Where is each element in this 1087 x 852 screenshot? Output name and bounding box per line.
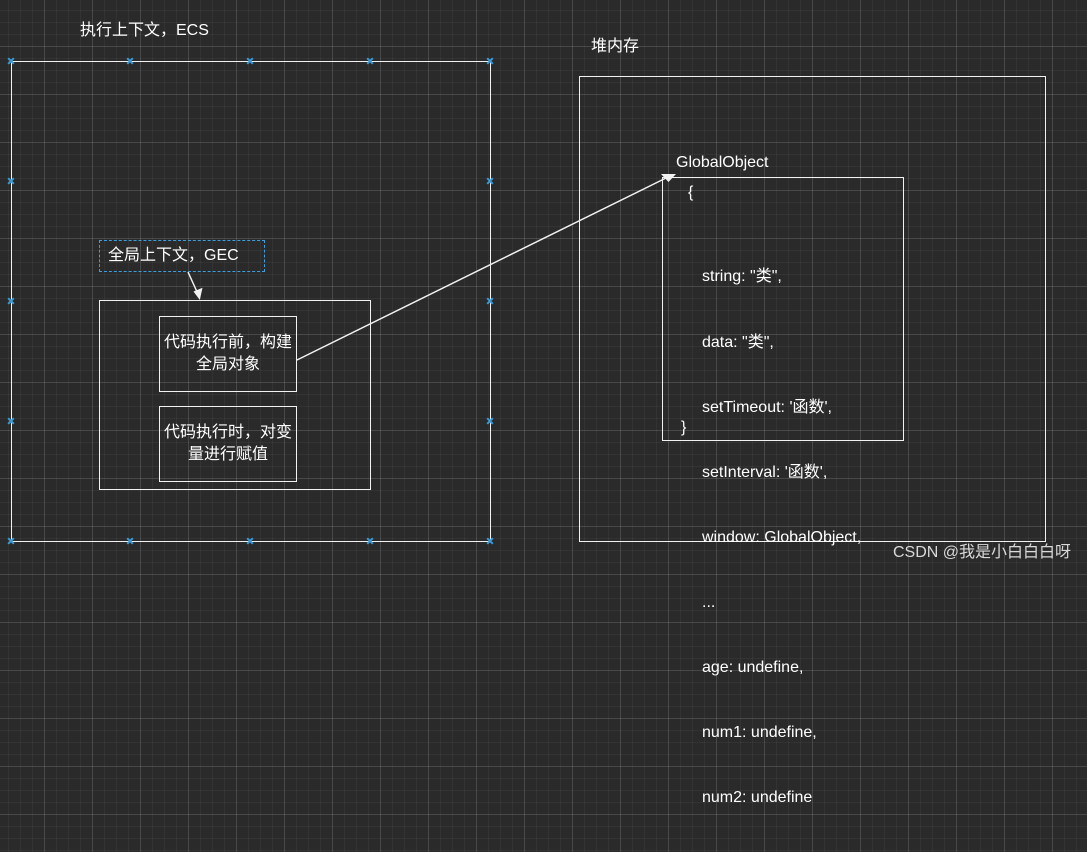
gec-to-box-arrow[interactable] bbox=[187, 271, 203, 300]
resize-handle-n-1[interactable] bbox=[126, 57, 134, 65]
resize-handle-sw[interactable] bbox=[7, 537, 15, 545]
object-entry: ... bbox=[702, 593, 716, 611]
step-during-execution[interactable]: 代码执行时，对变量进行赋值 bbox=[159, 406, 297, 482]
connector-arrowhead bbox=[661, 174, 676, 182]
heap-container[interactable] bbox=[579, 76, 1046, 542]
object-entry: data: "类", bbox=[702, 333, 774, 351]
object-entries: string: "类", data: "类", setTimeout: '函数'… bbox=[702, 223, 861, 852]
object-entry: num2: undefine bbox=[702, 789, 813, 807]
gec-arrowhead bbox=[193, 287, 203, 300]
object-reference-connector[interactable] bbox=[296, 174, 676, 361]
open-brace: { bbox=[688, 184, 694, 201]
object-entry: age: undefine, bbox=[702, 659, 804, 677]
object-entry: setTimeout: '函数', bbox=[702, 398, 832, 416]
resize-handle-s-2[interactable] bbox=[246, 537, 254, 545]
step-before-execution-text: 代码执行前，构建全局对象 bbox=[164, 334, 293, 373]
object-entry: string: "类", bbox=[702, 268, 782, 286]
step-before-execution[interactable]: 代码执行前，构建全局对象 bbox=[159, 316, 297, 392]
heap-title: 堆内存 bbox=[591, 38, 640, 55]
object-entry: window: GlobalObject, bbox=[702, 528, 862, 546]
resize-handle-w-2[interactable] bbox=[7, 297, 15, 305]
global-object-box[interactable]: { string: "类", data: "类", setTimeout: '函… bbox=[662, 177, 904, 806]
resize-handle-ne[interactable] bbox=[486, 57, 494, 65]
gec-label-box[interactable]: 全局上下文，GEC bbox=[99, 240, 265, 272]
resize-handle-e-1[interactable] bbox=[486, 177, 494, 185]
connector-layer bbox=[187, 174, 676, 361]
gec-label: 全局上下文，GEC bbox=[108, 247, 239, 264]
watermark: CSDN @我是小白白白呀 bbox=[892, 544, 1071, 561]
resize-handle-n-3[interactable] bbox=[366, 57, 374, 65]
resize-handle-nw[interactable] bbox=[7, 57, 15, 65]
global-object-name: GlobalObject bbox=[676, 154, 769, 171]
object-entry: num1: undefine, bbox=[702, 724, 817, 742]
gec-container[interactable] bbox=[99, 300, 371, 490]
step-during-execution-text: 代码执行时，对变量进行赋值 bbox=[164, 424, 293, 463]
close-brace: } bbox=[681, 419, 687, 436]
resize-handle-w-3[interactable] bbox=[7, 417, 15, 425]
object-entry: setInterval: '函数', bbox=[702, 463, 828, 481]
resize-handle-se[interactable] bbox=[486, 537, 494, 545]
resize-handle-s-1[interactable] bbox=[126, 537, 134, 545]
resize-handle-e-2[interactable] bbox=[486, 297, 494, 305]
resize-handle-e-3[interactable] bbox=[486, 417, 494, 425]
resize-handle-s-3[interactable] bbox=[366, 537, 374, 545]
resize-handle-n-2[interactable] bbox=[246, 57, 254, 65]
ecs-title: 执行上下文，ECS bbox=[80, 22, 209, 39]
resize-handle-w-1[interactable] bbox=[7, 177, 15, 185]
